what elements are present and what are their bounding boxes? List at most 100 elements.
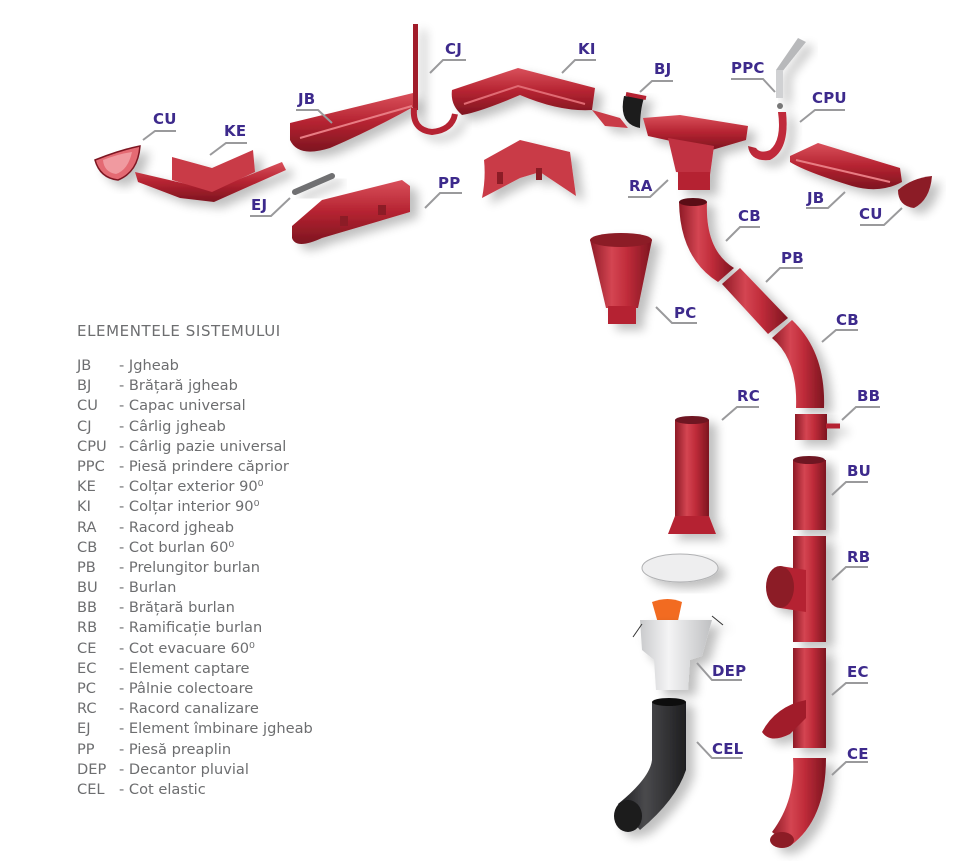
leader-ke — [209, 142, 247, 156]
callout-cb-bottom: CB — [836, 311, 859, 329]
leader-pc — [655, 306, 697, 324]
leader-ec — [831, 682, 868, 696]
elastic-elbow-part — [614, 698, 686, 832]
callout-ej: EJ — [251, 196, 268, 214]
leader-cpu — [799, 109, 845, 123]
gutter-hook-part — [410, 24, 458, 136]
downpipe-elbow-bottom-part — [772, 320, 825, 408]
leader-bb — [841, 406, 880, 421]
leader-cu-right — [860, 207, 903, 226]
callout-jb-right: JB — [807, 189, 825, 207]
leader-ce — [831, 761, 868, 776]
leader-pp — [424, 192, 462, 209]
legend-title: ELEMENTELE SISTEMULUI — [77, 322, 281, 340]
callout-cel: CEL — [712, 740, 744, 758]
legend-description: - Pâlnie colectoare — [119, 680, 254, 697]
legend-item: CEL - Cot elastic — [77, 780, 313, 800]
leader-cb-top — [725, 226, 760, 242]
legend-item: PPC- Piesă prindere căprior — [77, 457, 313, 477]
outlet-elbow-part — [770, 758, 826, 848]
legend-description: - Burlan — [119, 579, 177, 597]
callout-ra: RA — [629, 177, 653, 195]
callout-bj: BJ — [654, 60, 672, 78]
leader-jb-right — [806, 191, 846, 209]
legend-description: - Cot evacuare 60⁰ — [119, 639, 255, 657]
callout-ec: EC — [847, 663, 869, 681]
legend-description: - Jgheab — [119, 357, 179, 374]
callout-jb-left: JB — [298, 90, 316, 108]
gutter-right-part — [790, 143, 902, 190]
legend-description: - Cârlig jgheab — [119, 417, 226, 435]
legend-code: EC — [77, 659, 97, 677]
legend-item: CPU- Cârlig pazie universal — [77, 437, 313, 457]
end-cap-right-part — [898, 176, 932, 208]
overflow-corner-part — [482, 140, 576, 198]
leader-rb — [831, 566, 868, 581]
legend-item: EC- Element captare — [77, 659, 313, 679]
legend-item: JB - Jgheab — [77, 356, 313, 376]
leader-ej — [250, 197, 291, 217]
decanter-lid-part — [641, 553, 719, 583]
legend-code: EJ — [77, 720, 91, 738]
legend-code: PP — [77, 740, 95, 758]
legend-code: BJ — [77, 377, 92, 395]
downpipe-extension-part — [722, 268, 788, 334]
callout-cb-top: CB — [738, 207, 761, 225]
rainwater-diverter-part — [762, 648, 826, 748]
legend-description: - Element îmbinare jgheab — [119, 720, 313, 738]
legend-item: CB- Cot burlan 60⁰ — [77, 538, 313, 558]
leader-dep — [696, 662, 742, 681]
callout-pb: PB — [781, 249, 804, 267]
legend-description: - Brățară burlan — [119, 599, 235, 617]
end-cap-left-part — [94, 145, 141, 181]
legend-item: RB- Ramificație burlan — [77, 618, 313, 638]
legend-description: - Ramificație burlan — [119, 619, 263, 637]
legend-code: RA — [77, 518, 97, 536]
legend-code: CEL — [77, 780, 105, 798]
callout-rc: RC — [737, 387, 760, 405]
legend-item: BB- Brățară burlan — [77, 598, 313, 618]
callout-cu-left: CU — [153, 110, 177, 128]
leader-ki — [561, 59, 596, 74]
legend-description: - Decantor pluvial — [119, 760, 249, 778]
leader-bu — [831, 481, 868, 496]
downpipe-elbow-top-part — [679, 198, 734, 282]
legend-code: CPU — [77, 437, 107, 455]
leader-jb-left — [296, 109, 333, 124]
legend-item: CE - Cot evacuare 60⁰ — [77, 639, 313, 659]
legend-item: PC - Pâlnie colectoare — [77, 679, 313, 699]
callout-cu-right: CU — [859, 205, 883, 223]
gutter-outlet-part — [643, 115, 748, 190]
leader-pb — [765, 267, 803, 283]
legend-item: KI- Colțar interior 90⁰ — [77, 497, 313, 517]
legend-code: DEP — [77, 760, 107, 778]
legend-item: CU- Capac universal — [77, 396, 313, 416]
gutter-left-part — [290, 93, 415, 152]
downpipe-part — [793, 456, 826, 530]
legend-item: RA - Racord jgheab — [77, 518, 313, 538]
legend-description: - Racord jgheab — [119, 518, 235, 536]
callout-bb: BB — [857, 387, 881, 405]
legend-description: - Piesă preaplin — [119, 740, 232, 758]
legend-description: - Cot elastic — [119, 780, 206, 798]
legend-code: CE — [77, 639, 97, 657]
legend-item: CJ- Cârlig jgheab — [77, 417, 313, 437]
legend-item: RC- Racord canalizare — [77, 699, 313, 719]
legend-item: BJ- Brățară jgheab — [77, 376, 313, 396]
legend-code: CU — [77, 397, 98, 415]
leader-rc — [721, 406, 759, 421]
legend-item: EJ - Element îmbinare jgheab — [77, 719, 313, 739]
legend-code: JB — [77, 357, 92, 374]
gutter-bracket-part — [592, 92, 647, 128]
legend-description: - Colțar interior 90⁰ — [119, 498, 260, 516]
decanter-body-part — [632, 615, 724, 690]
legend-code: PC — [77, 680, 96, 697]
leader-cu-left — [142, 130, 176, 141]
legend-description: - Cot burlan 60⁰ — [119, 538, 235, 556]
callout-bu: BU — [847, 462, 872, 480]
pipe-branch-part — [766, 536, 826, 642]
